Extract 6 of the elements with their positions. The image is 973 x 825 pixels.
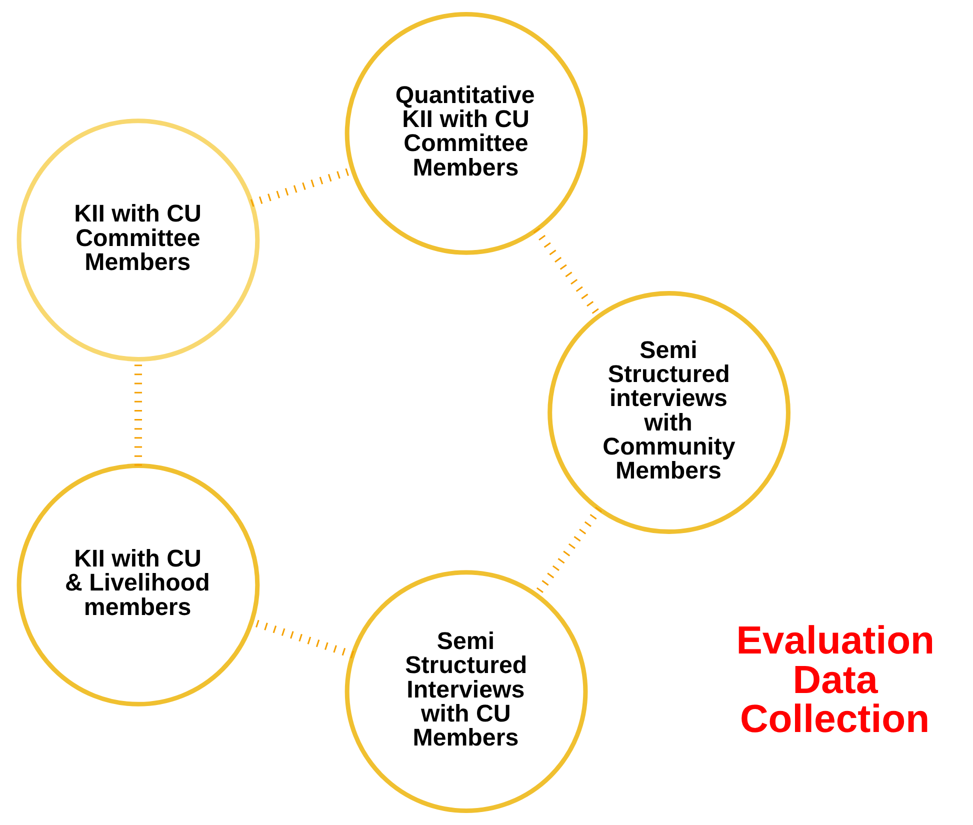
node-circle: Semi Structured Interviews with CU Members xyxy=(344,570,588,814)
label: Evaluation Data Collection xyxy=(736,618,934,742)
node-circle: KII with CU & Livelihood members xyxy=(16,464,260,706)
node-circle: Semi Structured interviews with Community Members xyxy=(547,291,790,534)
node-circle: Quantitative KII with CU Committee Members xyxy=(344,12,588,255)
node-circle: KII with CU Committee Members xyxy=(16,118,260,362)
